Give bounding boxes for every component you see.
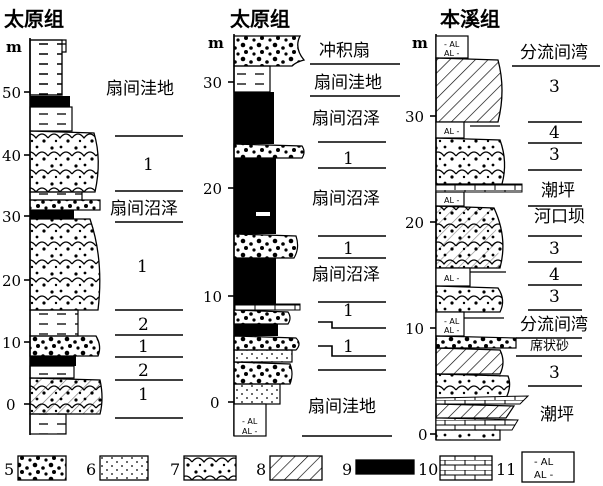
column-1-ticks: [24, 91, 30, 405]
column-3-tick-label: 30: [405, 108, 424, 126]
column-2-tick-label: 0: [210, 394, 220, 412]
column-1-lithology: [29, 39, 103, 435]
column-3-lithology: - AL AL - AL - AL - AL - - AL AL -: [435, 35, 530, 441]
column-3-facies-label: 分流间湾: [520, 315, 588, 335]
column-3-title: 本溪组: [440, 7, 500, 31]
column-3-facies-label: 潮坪: [541, 181, 575, 201]
svg-text:AL -: AL -: [444, 274, 459, 283]
facies-boundary: [318, 345, 386, 357]
column-3-facies-label: 4: [549, 265, 560, 285]
column-2-facies-label: 扇间洼地: [314, 73, 382, 93]
legend-swatch-limestone: [439, 455, 493, 481]
svg-text:AL -: AL -: [444, 49, 459, 58]
svg-text:AL -: AL -: [444, 326, 459, 335]
column-2-facies-label: 扇间沼泽: [312, 109, 380, 129]
svg-text:AL -: AL -: [242, 427, 257, 436]
facies-boundary: [318, 321, 386, 329]
column-2-tick-label: 10: [203, 288, 222, 306]
column-2: 太原组 m 30 20 10 0 - AL: [203, 7, 400, 437]
svg-text:AL -: AL -: [444, 196, 459, 205]
column-3-facies-label: 3: [549, 239, 560, 259]
column-2-tick-label: 20: [203, 180, 222, 198]
column-1-facies-label: 2: [138, 361, 149, 381]
column-2-lithology: - AL AL -: [233, 35, 306, 437]
svg-text:- AL: - AL: [444, 40, 460, 49]
legend-swatch-coal: [355, 459, 415, 475]
column-1-tick-label: 0: [6, 396, 16, 414]
column-2-ticks: [228, 81, 234, 403]
column-1-tick-label: 50: [2, 84, 21, 102]
column-2-facies-label: 1: [343, 337, 354, 357]
svg-text:- AL: - AL: [242, 417, 258, 426]
legend-number: 6: [86, 460, 96, 479]
legend-aluminous-text: - AL: [534, 457, 554, 468]
legend: 5 6 7 8 9 10 11 - AL AL -: [4, 451, 575, 483]
column-3-tick-label: 10: [405, 320, 424, 338]
column-1-facies-label: 扇间沼泽: [110, 199, 178, 219]
column-2-facies-label: 扇间沼泽: [312, 265, 380, 285]
column-1-facies-label: 扇间洼地: [106, 79, 174, 99]
legend-number: 8: [256, 460, 266, 479]
column-3-facies-label: 4: [549, 123, 560, 143]
column-1-facies-label: 1: [138, 337, 149, 357]
column-1-tick-label: 30: [2, 208, 21, 226]
column-1-facies-label: 1: [137, 257, 148, 277]
column-2-facies-label: 1: [343, 301, 354, 321]
column-2-facies-label: 扇间沼泽: [312, 189, 380, 209]
column-1-unit: m: [6, 38, 22, 56]
column-3: 本溪组 m 30 20 10 0 - AL AL - AL - AL - AL …: [405, 7, 600, 444]
column-1-facies-label: 1: [138, 385, 149, 405]
column-3-facies-label: 河口坝: [534, 207, 585, 227]
column-2-facies-label: 1: [343, 149, 354, 169]
legend-aluminous-text: AL -: [534, 470, 554, 481]
column-2-title: 太原组: [230, 7, 290, 31]
column-1-title: 太原组: [4, 7, 64, 31]
column-1-facies-label: 2: [138, 315, 149, 335]
column-1: 太原组 m 50 40 30 20 10 0: [2, 7, 183, 435]
svg-text:AL -: AL -: [444, 127, 459, 136]
column-1-facies-label: 1: [143, 155, 154, 175]
legend-swatch-cross-bedding: [269, 455, 323, 481]
column-1-tick-label: 10: [2, 334, 21, 352]
column-2-facies-label: 冲积扇: [319, 41, 370, 61]
column-2-tick-label: 30: [203, 74, 222, 92]
column-3-facies-label: 潮坪: [540, 405, 574, 425]
column-2-facies-label: 扇间洼地: [308, 397, 376, 417]
legend-swatch-conglomerate: [183, 455, 237, 481]
legend-swatch-aluminous: [521, 451, 575, 483]
legend-number: 10: [418, 460, 438, 479]
legend-number: 11: [496, 460, 516, 479]
column-3-facies-label: 3: [549, 287, 560, 307]
column-3-facies-label: 3: [549, 363, 560, 383]
column-2-unit: m: [208, 34, 224, 52]
column-3-tick-label: 0: [418, 426, 428, 444]
column-3-facies-label: 3: [549, 77, 560, 97]
column-3-facies-label: 分流间湾: [520, 43, 588, 63]
legend-swatch-fine-dots: [99, 455, 149, 481]
svg-text:- AL: - AL: [444, 317, 460, 326]
column-3-tick-label: 20: [405, 214, 424, 232]
column-1-tick-label: 40: [2, 147, 21, 165]
column-3-facies-label: 席状砂: [530, 338, 569, 354]
column-3-ticks: [430, 115, 436, 435]
column-3-facies-label: 3: [549, 145, 560, 165]
legend-swatch-coarse-dots: [17, 455, 67, 481]
column-1-tick-label: 20: [2, 272, 21, 290]
legend-number: 5: [4, 460, 14, 479]
legend-number: 7: [170, 460, 180, 479]
column-2-facies-label: 1: [343, 239, 354, 259]
legend-number: 9: [342, 460, 352, 479]
column-3-unit: m: [412, 34, 428, 52]
